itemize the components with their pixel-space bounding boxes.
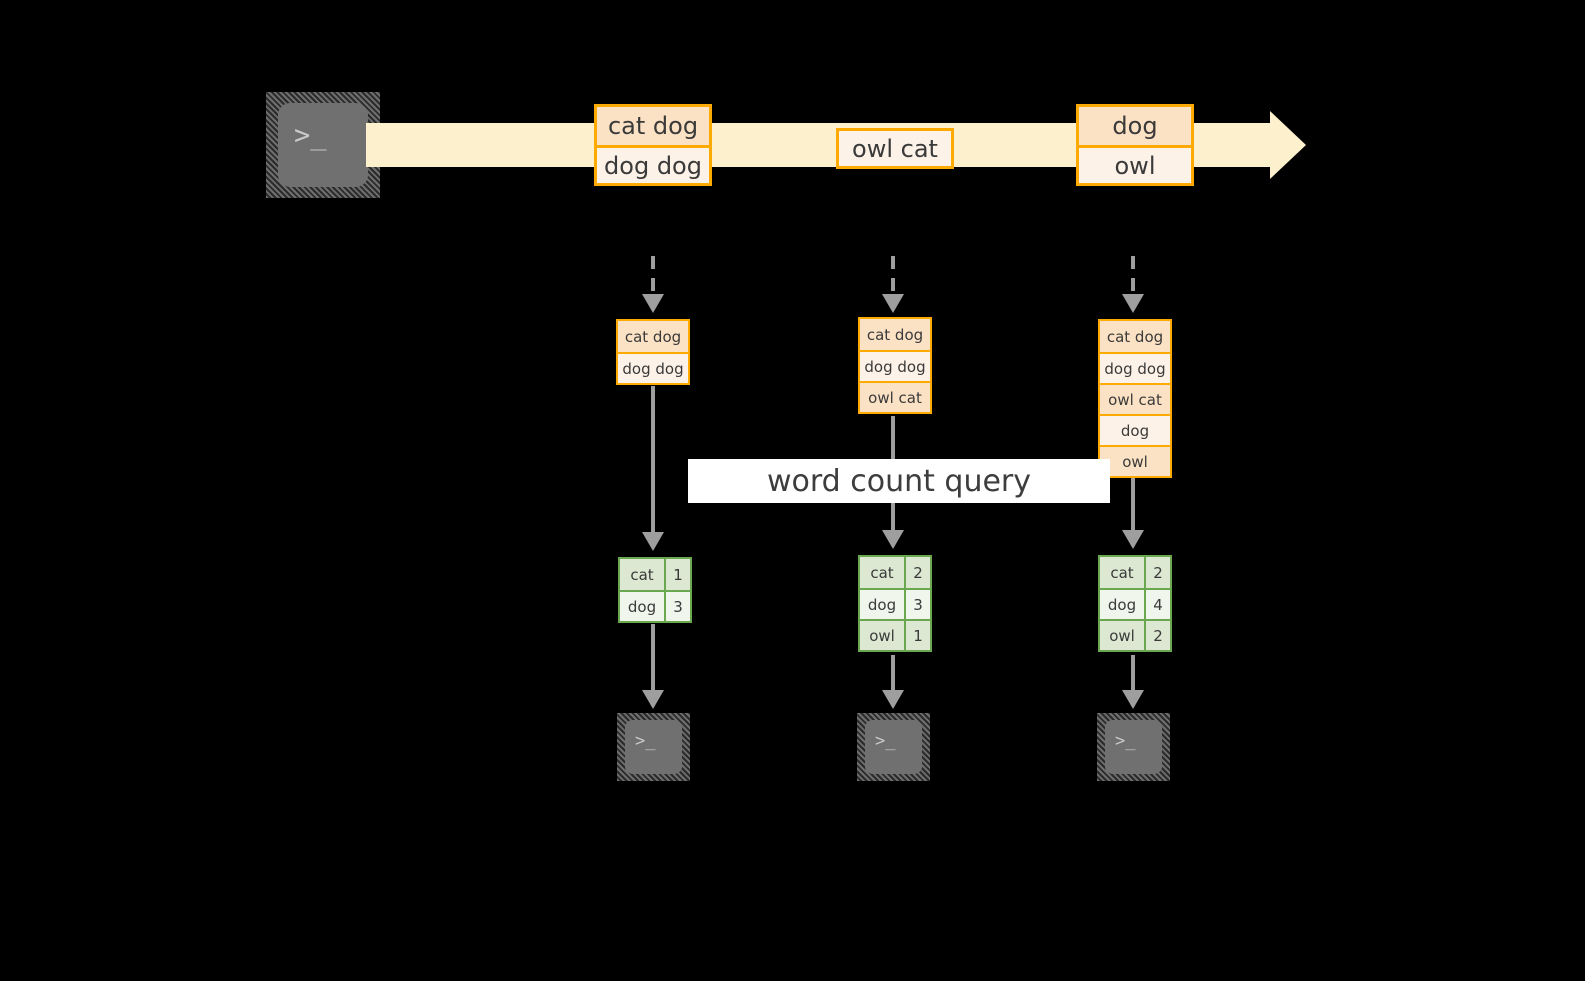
trigger-arrow-tip-2 xyxy=(882,294,904,313)
trigger-arrow-line-2 xyxy=(891,256,895,296)
result-word: cat xyxy=(860,557,904,588)
result-word: owl xyxy=(1100,621,1144,650)
snapshot-row: dog dog xyxy=(1100,352,1170,383)
result-count: 1 xyxy=(904,621,930,650)
sink-arrow-line-2 xyxy=(891,655,895,692)
trigger-arrow-line-1 xyxy=(651,256,655,296)
result-row: dog 4 xyxy=(1100,588,1170,619)
snapshot-row: owl xyxy=(1100,445,1170,476)
terminal-plate xyxy=(625,720,682,774)
stream-arrow-head xyxy=(1270,111,1306,179)
sink-arrow-tip-3 xyxy=(1122,690,1144,709)
snapshot-row: owl cat xyxy=(1100,383,1170,414)
snapshot-row: cat dog xyxy=(618,321,688,352)
terminal-prompt-text: >_ xyxy=(875,731,896,751)
sink-arrow-line-3 xyxy=(1131,655,1135,692)
result-word: dog xyxy=(620,592,664,621)
result-row: cat 2 xyxy=(1100,557,1170,588)
sink-arrow-tip-2 xyxy=(882,690,904,709)
query-arrow-tip-2 xyxy=(882,530,904,549)
result-table-2[interactable]: cat 2 dog 3 owl 1 xyxy=(858,555,932,652)
terminal-prompt-text: >_ xyxy=(635,731,656,751)
trigger-arrow-line-3 xyxy=(1131,256,1135,296)
query-arrow-tip-3 xyxy=(1122,530,1144,549)
stream-event-1-line-1: cat dog xyxy=(597,107,709,145)
snapshot-row: dog xyxy=(1100,414,1170,445)
query-arrow-line-1 xyxy=(651,386,655,534)
snapshot-row: cat dog xyxy=(1100,321,1170,352)
result-count: 2 xyxy=(1144,621,1170,650)
stream-event-3-line-1: dog xyxy=(1079,107,1191,145)
sink-terminal-icon-1[interactable]: >_ xyxy=(617,713,690,781)
result-count: 3 xyxy=(904,590,930,619)
snapshot-table-3[interactable]: cat dog dog dog owl cat dog owl xyxy=(1098,319,1172,478)
result-count: 1 xyxy=(664,559,690,590)
result-row: dog 3 xyxy=(620,590,690,621)
sink-arrow-tip-1 xyxy=(642,690,664,709)
snapshot-row: cat dog xyxy=(860,319,930,350)
stream-event-1-line-2: dog dog xyxy=(597,145,709,183)
result-row: owl 2 xyxy=(1100,619,1170,650)
result-count: 2 xyxy=(904,557,930,588)
sink-terminal-icon-3[interactable]: >_ xyxy=(1097,713,1170,781)
sink-terminal-icon-2[interactable]: >_ xyxy=(857,713,930,781)
result-count: 3 xyxy=(664,592,690,621)
terminal-plate xyxy=(865,720,922,774)
source-terminal-icon[interactable]: >_ xyxy=(266,92,380,198)
result-row: owl 1 xyxy=(860,619,930,650)
result-row: cat 2 xyxy=(860,557,930,588)
query-label: word count query xyxy=(688,459,1110,503)
result-table-3[interactable]: cat 2 dog 4 owl 2 xyxy=(1098,555,1172,652)
sink-arrow-line-1 xyxy=(651,624,655,692)
stream-event-3[interactable]: dog owl xyxy=(1076,104,1194,186)
query-arrow-tip-1 xyxy=(642,532,664,551)
result-table-1[interactable]: cat 1 dog 3 xyxy=(618,557,692,623)
result-count: 4 xyxy=(1144,590,1170,619)
terminal-prompt-text: >_ xyxy=(1115,731,1136,751)
stream-event-2[interactable]: owl cat xyxy=(836,128,954,169)
result-row: dog 3 xyxy=(860,588,930,619)
snapshot-row: dog dog xyxy=(860,350,930,381)
stream-event-2-line-1: owl cat xyxy=(839,131,951,166)
terminal-plate xyxy=(278,103,368,187)
result-count: 2 xyxy=(1144,557,1170,588)
query-arrow-line-3 xyxy=(1131,478,1135,532)
trigger-arrow-tip-1 xyxy=(642,294,664,313)
result-word: dog xyxy=(1100,590,1144,619)
stream-event-3-line-2: owl xyxy=(1079,145,1191,183)
result-word: cat xyxy=(1100,557,1144,588)
snapshot-row: owl cat xyxy=(860,381,930,412)
terminal-prompt-text: >_ xyxy=(294,120,327,151)
result-word: dog xyxy=(860,590,904,619)
terminal-plate xyxy=(1105,720,1162,774)
snapshot-row: dog dog xyxy=(618,352,688,383)
snapshot-table-1[interactable]: cat dog dog dog xyxy=(616,319,690,385)
result-word: owl xyxy=(860,621,904,650)
trigger-arrow-tip-3 xyxy=(1122,294,1144,313)
snapshot-table-2[interactable]: cat dog dog dog owl cat xyxy=(858,317,932,414)
result-word: cat xyxy=(620,559,664,590)
stream-event-1[interactable]: cat dog dog dog xyxy=(594,104,712,186)
result-row: cat 1 xyxy=(620,559,690,590)
